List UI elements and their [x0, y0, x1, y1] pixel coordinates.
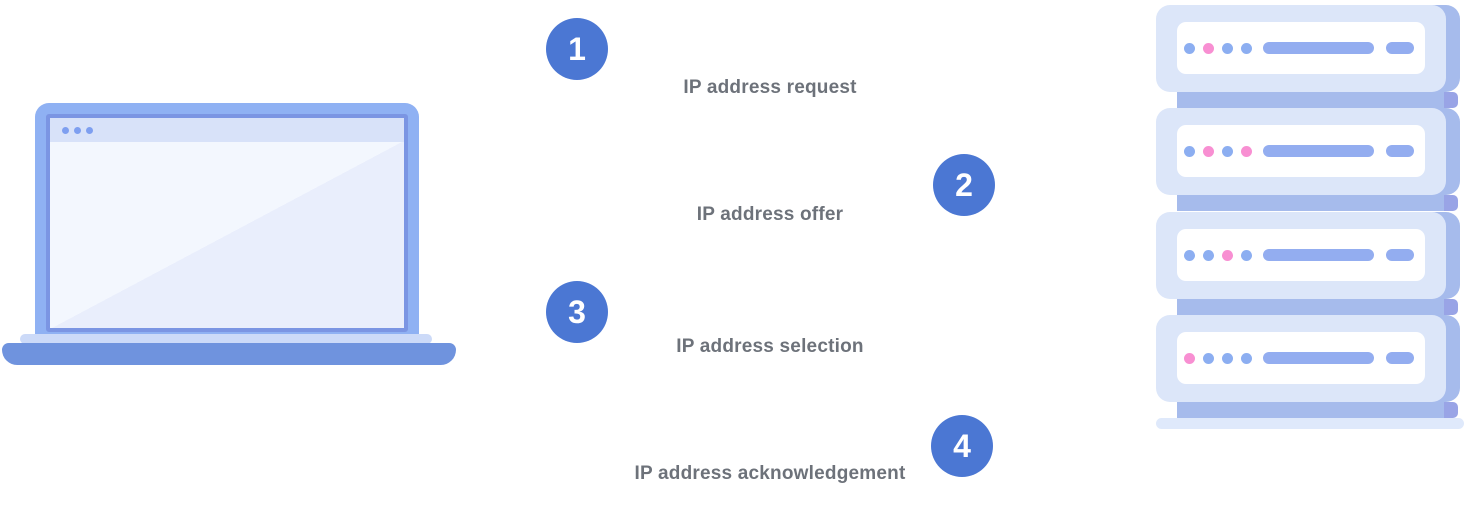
server-rack-icon — [1156, 5, 1464, 431]
server-unit — [1156, 5, 1460, 92]
pink-led-dot-icon — [1203, 42, 1214, 54]
blue-led-dot-icon — [1241, 42, 1252, 54]
server-faceplate — [1177, 332, 1425, 384]
rack-connector — [1177, 92, 1458, 108]
pink-led-dot-icon — [1203, 145, 1214, 157]
titlebar-dot-icon — [62, 126, 69, 134]
rack-base — [1156, 418, 1464, 429]
step-3-label: IP address selection — [676, 336, 864, 357]
server-led-dots — [1184, 145, 1252, 157]
pink-led-dot-icon — [1184, 352, 1195, 364]
server-unit-body — [1156, 5, 1446, 92]
laptop-hinge — [20, 334, 432, 344]
server-port-bar — [1386, 249, 1414, 261]
server-faceplate — [1177, 125, 1425, 177]
server-data-bar — [1263, 352, 1374, 364]
blue-led-dot-icon — [1184, 145, 1195, 157]
server-led-dots — [1184, 249, 1252, 261]
step-4-badge: 4 — [931, 415, 993, 477]
server-unit-body — [1156, 108, 1446, 195]
server-port-bar — [1386, 42, 1414, 54]
server-data-bar — [1263, 42, 1374, 54]
blue-led-dot-icon — [1222, 145, 1233, 157]
step-1-badge: 1 — [546, 18, 608, 80]
server-faceplate — [1177, 22, 1425, 74]
step-1-label: IP address request — [683, 77, 857, 98]
pink-led-dot-icon — [1222, 249, 1233, 261]
server-faceplate — [1177, 229, 1425, 281]
server-data-bar — [1263, 249, 1374, 261]
titlebar-dot-icon — [86, 126, 93, 134]
rack-connector — [1177, 402, 1458, 418]
blue-led-dot-icon — [1222, 352, 1233, 364]
browser-titlebar — [50, 118, 404, 142]
blue-led-dot-icon — [1241, 249, 1252, 261]
server-unit-body — [1156, 315, 1446, 402]
server-led-dots — [1184, 352, 1252, 364]
pink-led-dot-icon — [1241, 145, 1252, 157]
laptop-screen — [46, 114, 408, 332]
step-4-label: IP address acknowledgement — [634, 463, 906, 484]
server-unit — [1156, 315, 1460, 402]
server-data-bar — [1263, 145, 1374, 157]
blue-led-dot-icon — [1241, 352, 1252, 364]
rack-connector — [1177, 299, 1458, 315]
server-port-bar — [1386, 145, 1414, 157]
blue-led-dot-icon — [1203, 249, 1214, 261]
server-unit — [1156, 212, 1460, 299]
blue-led-dot-icon — [1184, 249, 1195, 261]
step-2-badge: 2 — [933, 154, 995, 216]
server-unit-body — [1156, 212, 1446, 299]
server-unit — [1156, 108, 1460, 195]
step-3-badge: 3 — [546, 281, 608, 343]
laptop-icon — [0, 0, 470, 380]
laptop-screen-bezel — [35, 103, 419, 344]
laptop-screen-content — [50, 142, 404, 328]
blue-led-dot-icon — [1222, 42, 1233, 54]
blue-led-dot-icon — [1184, 42, 1195, 54]
rack-connector — [1177, 195, 1458, 211]
laptop-base — [2, 343, 456, 365]
blue-led-dot-icon — [1203, 352, 1214, 364]
step-2-label: IP address offer — [696, 204, 844, 225]
server-port-bar — [1386, 352, 1414, 364]
server-led-dots — [1184, 42, 1252, 54]
titlebar-dot-icon — [74, 126, 81, 134]
